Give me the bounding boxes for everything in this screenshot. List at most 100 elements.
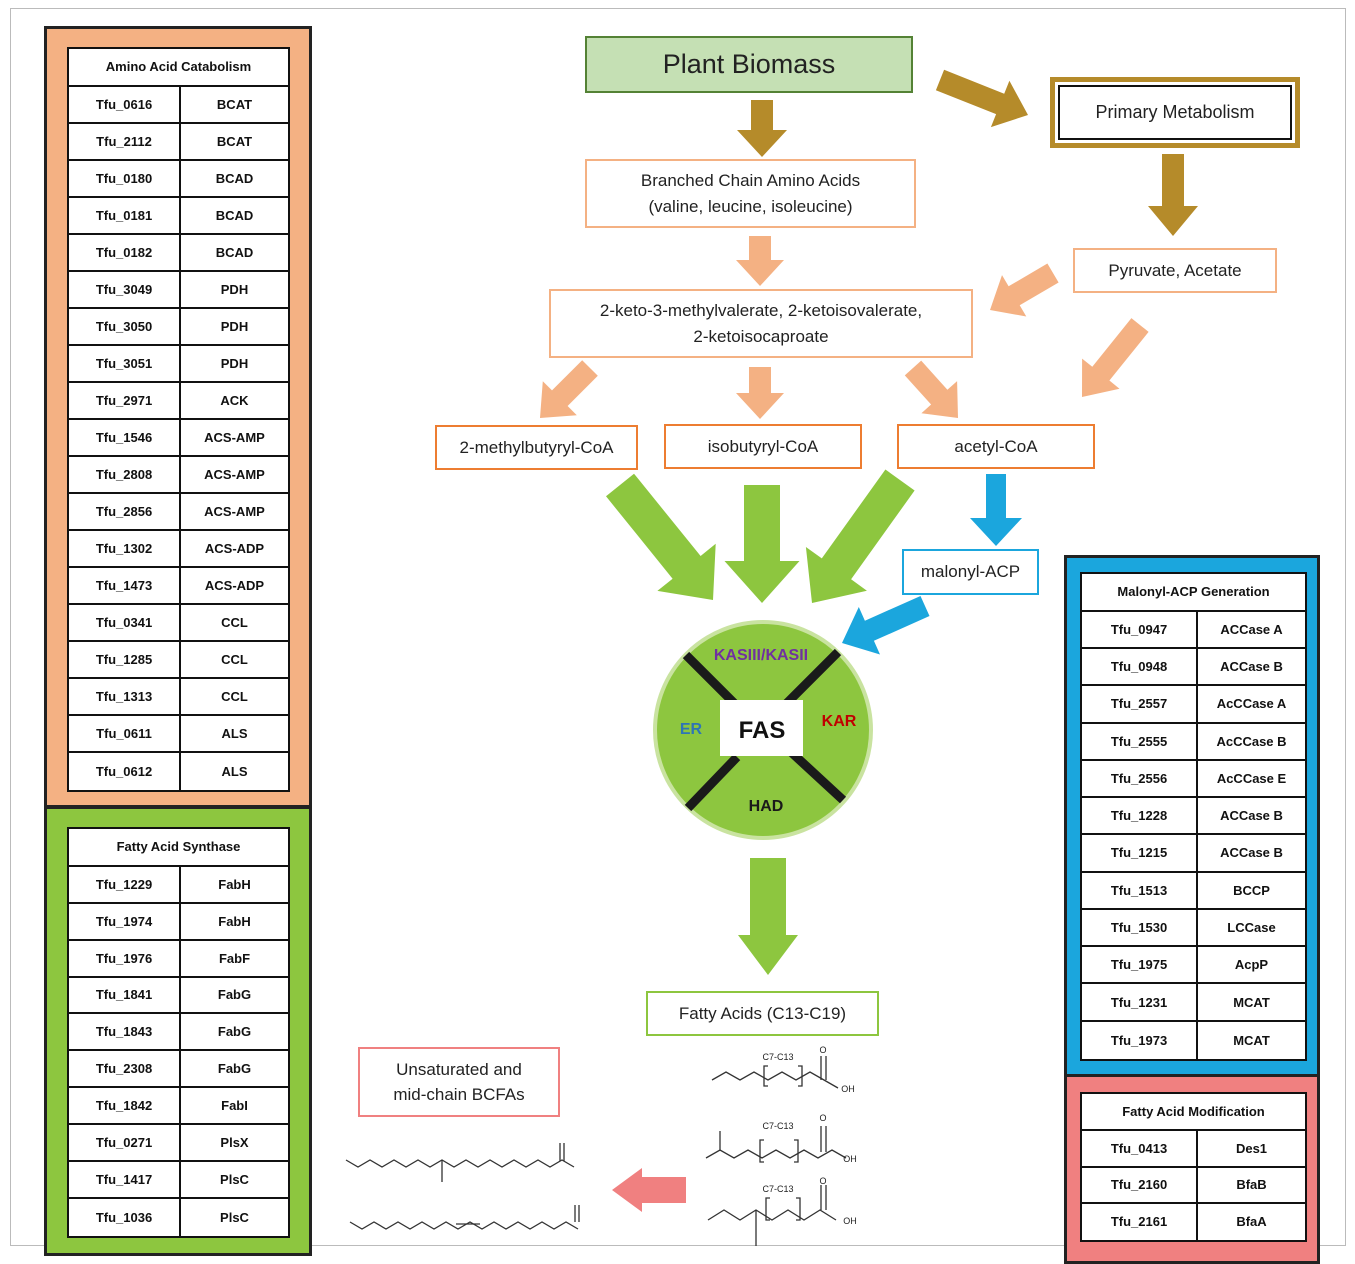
enzyme-name: PlsC: [220, 1172, 249, 1188]
enzyme-name: FabG: [217, 987, 252, 1003]
enzyme-name: ACS-ADP: [204, 578, 265, 594]
enzyme-name: BCAD: [215, 207, 254, 223]
enzyme-name: BCAT: [216, 133, 253, 149]
enzyme-name: ACS-ADP: [204, 541, 265, 556]
methylbutyryl-coa-node: 2-methylbutyryl-CoA: [435, 425, 638, 470]
enzyme-name: CCL: [221, 615, 248, 631]
unsaturated-bcfas-label-line2: mid-chain BCFAs: [393, 1085, 525, 1104]
enzyme-name: BCAD: [215, 170, 254, 186]
oh-label-1: OH: [841, 1084, 855, 1094]
enzyme-name: AcCCase B: [1216, 733, 1287, 749]
methylbutyryl-coa-label: 2-methylbutyryl-CoA: [459, 437, 614, 457]
gene-id: Tfu_2555: [1082, 723, 1198, 759]
enzyme-name: PDH: [220, 318, 249, 334]
fatty-acid-synthase-row: Tfu_1229 FabH: [69, 866, 288, 904]
oh-label-3: OH: [843, 1216, 857, 1226]
enzyme-name: PlsX: [220, 1135, 249, 1151]
primary-metabolism-inner-border: Primary Metabolism: [1058, 85, 1292, 140]
enzyme-name: BCAT: [216, 96, 253, 112]
enzyme-name: MCAT: [1233, 1032, 1270, 1048]
gene-id: Tfu_1229: [69, 866, 181, 902]
gene-id: Tfu_1530: [1082, 909, 1198, 946]
primary-metabolism-label: Primary Metabolism: [1095, 102, 1255, 122]
gene-id: Tfu_2160: [1082, 1167, 1198, 1202]
gene-id: Tfu_1973: [1082, 1021, 1198, 1059]
enzyme-name: FabH: [218, 876, 251, 892]
primary-metabolism-node: Primary Metabolism: [1050, 77, 1300, 148]
enzyme-name: ALS: [221, 764, 248, 780]
gene-id: Tfu_0181: [69, 197, 181, 233]
fas-divider-sw: [684, 753, 741, 812]
enzyme-name: CCL: [221, 689, 248, 705]
gene-id: Tfu_1302: [69, 531, 181, 567]
plant-biomass-node: Plant Biomass: [585, 36, 913, 93]
bcaa-label-line1: Branched Chain Amino Acids: [640, 171, 861, 190]
pyruvate-acetate-node: Pyruvate, Acetate: [1073, 248, 1277, 293]
fas-center-label: FAS: [739, 717, 786, 744]
arrow-pyruvate-to-acetyl: [1082, 318, 1149, 397]
gene-id: Tfu_2971: [69, 382, 181, 418]
gene-id: Tfu_1228: [1082, 798, 1198, 834]
bcaa-label-line2: (valine, leucine, isoleucine): [648, 196, 853, 216]
bcaa-node: Branched Chain Amino Acids (valine, leuc…: [585, 159, 916, 228]
arrow-fas-to-fatty-acids: [738, 858, 798, 975]
enzyme-name: FabG: [217, 1061, 252, 1077]
enzyme-name: BfaB: [1236, 1177, 1267, 1193]
amino-acid-catabolism-row: Tfu_2112 BCAT: [69, 123, 288, 161]
gene-id: Tfu_1231: [1082, 984, 1198, 1020]
arrow-methylbutyryl-to-fas: [606, 473, 716, 600]
gene-id: Tfu_1976: [69, 940, 181, 976]
enzyme-name: PlsC: [220, 1209, 249, 1225]
enzyme-name: FabI: [221, 1098, 248, 1114]
gene-id: Tfu_0341: [69, 605, 181, 641]
amino-acid-catabolism-row: Tfu_0181 BCAD: [69, 197, 288, 235]
gene-id: Tfu_2808: [69, 456, 181, 492]
malonyl-acp-label: malonyl-ACP: [920, 562, 1021, 582]
gene-id: Tfu_2161: [1082, 1203, 1198, 1240]
enzyme-name: AcCCase A: [1216, 696, 1287, 712]
fas-had-label: HAD: [749, 798, 784, 815]
enzyme-name: ACS-AMP: [204, 503, 265, 519]
oh-label-2: OH: [843, 1154, 857, 1164]
fatty-acid-structure-iso: [705, 1126, 847, 1163]
chain-label-1: C7-C13: [762, 1052, 793, 1062]
gene-id: Tfu_1841: [69, 977, 181, 1013]
gene-id: Tfu_2856: [69, 493, 181, 529]
gene-id: Tfu_1974: [69, 903, 181, 939]
isobutyryl-coa-node: isobutyryl-CoA: [664, 424, 862, 469]
gene-id: Tfu_0271: [69, 1125, 181, 1161]
arrow-biomass-to-primary: [935, 69, 1028, 128]
amino-acid-catabolism-row: Tfu_2856 ACS-AMP: [69, 493, 288, 531]
gene-id: Tfu_0182: [69, 234, 181, 270]
fas-center-box: [720, 700, 803, 756]
gene-id: Tfu_1285: [69, 642, 181, 678]
chain-label-3: C7-C13: [762, 1184, 793, 1194]
chain-label-2: C7-C13: [762, 1121, 793, 1131]
fas-kar-label: KAR: [822, 713, 857, 730]
unsaturated-bcfas-label-line1: Unsaturated and: [396, 1059, 522, 1079]
fatty-acid-synthase-row: Tfu_1841 FabG: [69, 977, 288, 1015]
gene-id: Tfu_2112: [69, 123, 181, 159]
gene-id: Tfu_3049: [69, 271, 181, 307]
arrow-acetyl-to-fas: [805, 469, 915, 603]
fatty-acid-structure-straight: [711, 1056, 839, 1089]
gene-id: Tfu_1513: [1082, 872, 1198, 908]
malonyl-acp-generation-title: Malonyl-ACP Generation: [1082, 574, 1305, 612]
